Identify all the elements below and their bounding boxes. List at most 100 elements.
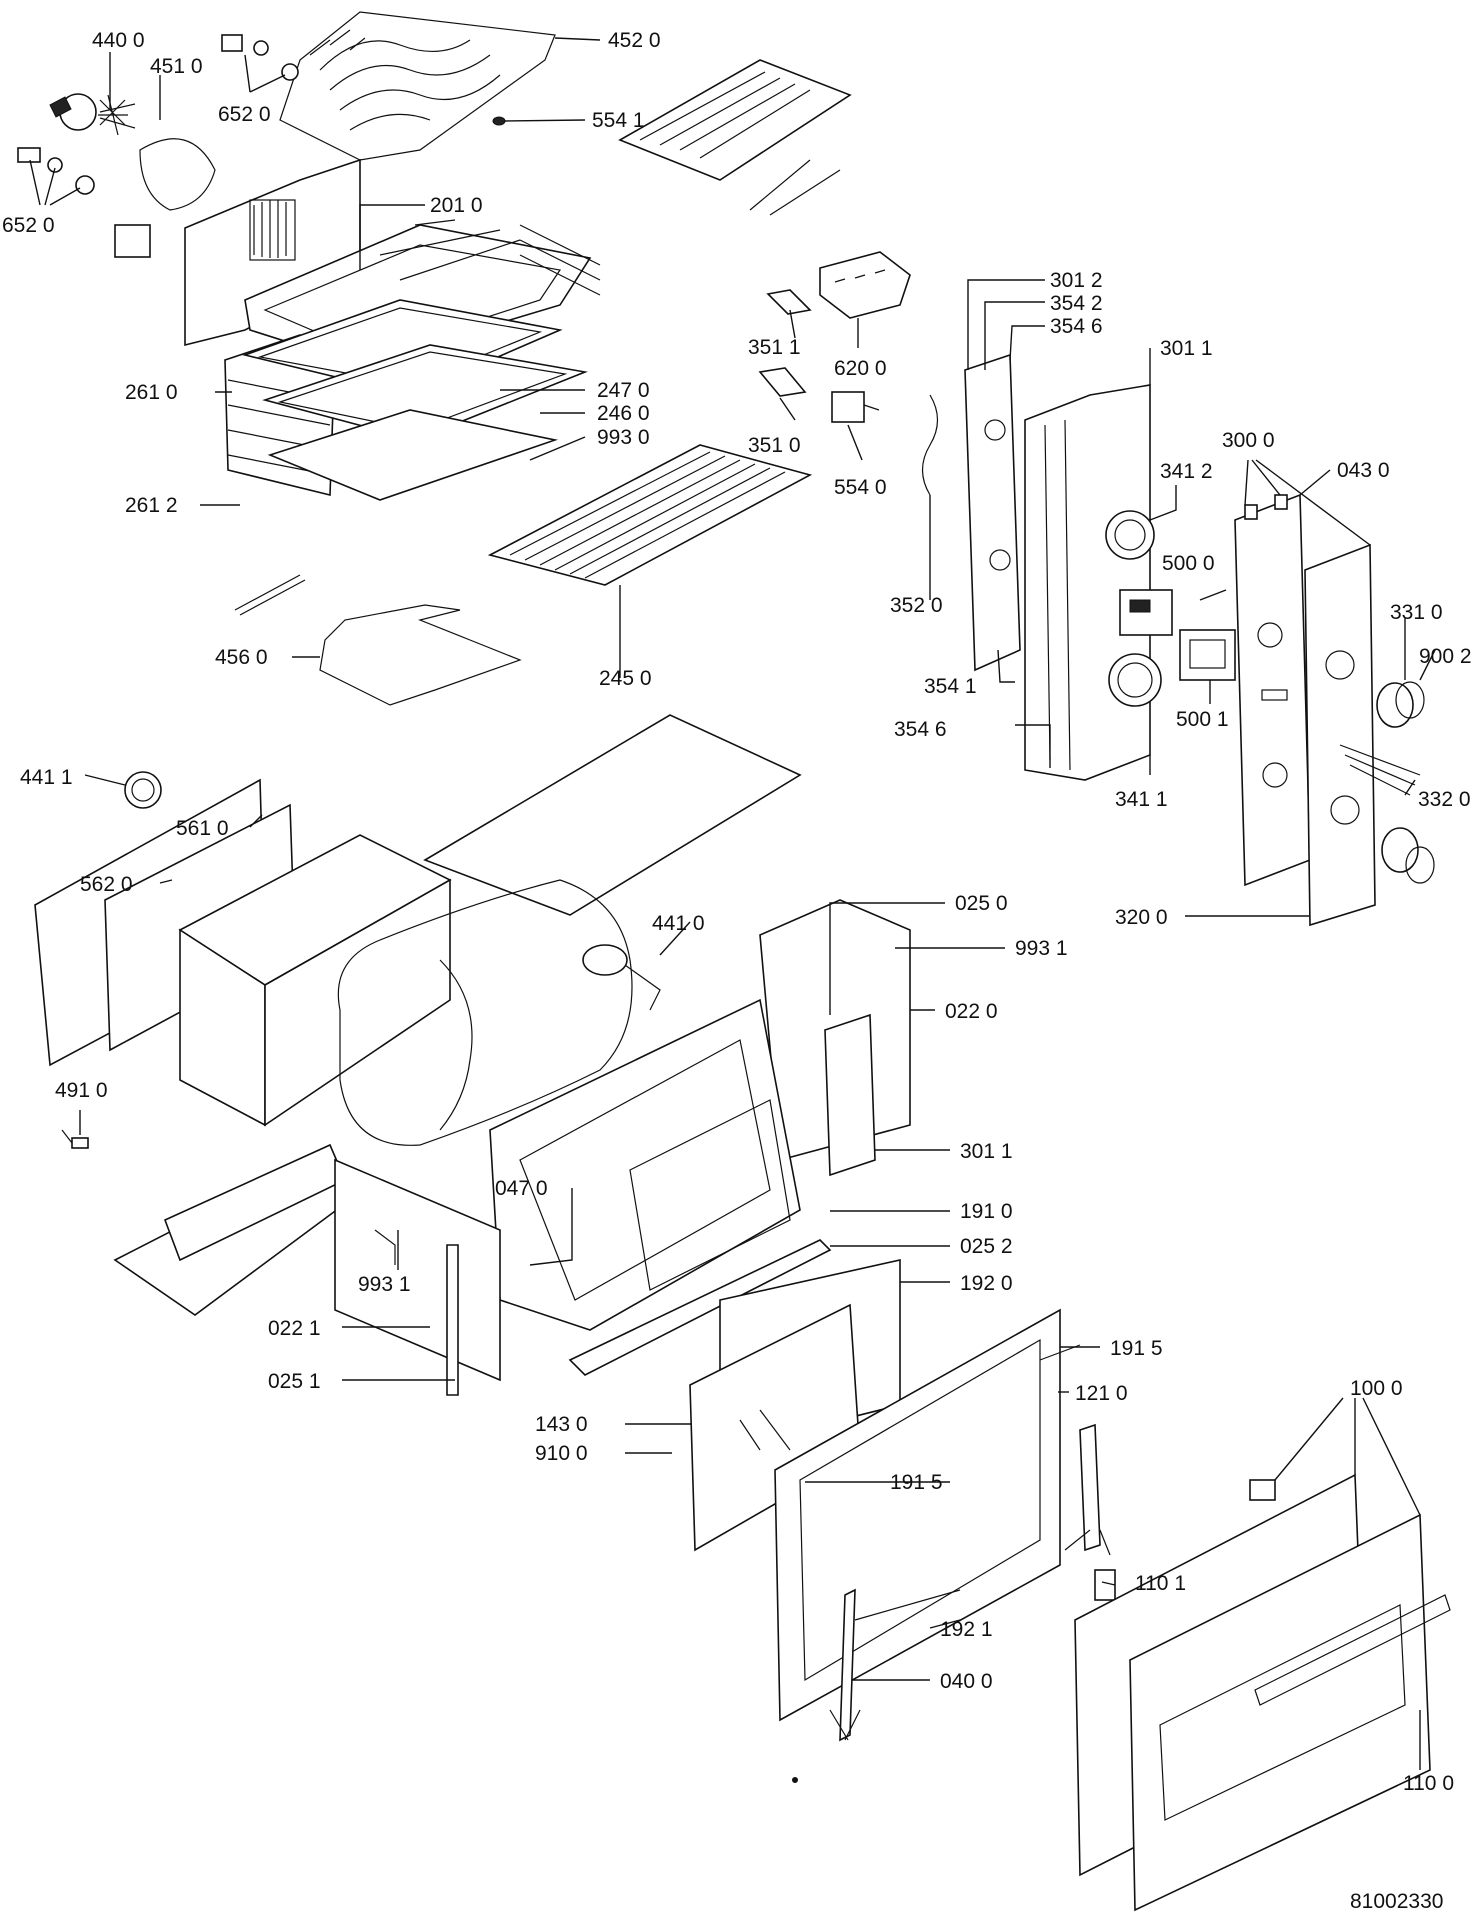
- label-110-1: 110 1: [1135, 1572, 1186, 1595]
- harness-352: [921, 394, 939, 496]
- label-191-0: 191 0: [960, 1200, 1013, 1223]
- label-025-0: 025 0: [955, 892, 1008, 915]
- label-440-0: 440 0: [92, 29, 145, 52]
- label-246-0: 246 0: [597, 402, 650, 425]
- label-554-1: 554 1: [592, 109, 645, 132]
- fan-blade-451: [98, 94, 216, 211]
- label-192-1: 192 1: [940, 1618, 993, 1641]
- hinge-right: [1064, 1423, 1111, 1556]
- label-201-0: 201 0: [430, 194, 483, 217]
- bracket-301-2: [964, 353, 1021, 672]
- label-652-0b: 652 0: [2, 214, 55, 237]
- label-562-0: 562 0: [80, 873, 133, 896]
- cooling-fan-441-0: [582, 944, 661, 1011]
- label-301-1a: 301 1: [1160, 337, 1213, 360]
- label-261-0: 261 0: [125, 381, 178, 404]
- wire-shelf-245: [487, 444, 813, 586]
- label-354-1: 354 1: [924, 675, 977, 698]
- label-900-2: 900 2: [1419, 645, 1472, 668]
- side-panel-022-1: [334, 1158, 501, 1396]
- drawing-number: 81002330: [1350, 1890, 1443, 1913]
- panel-300: [1234, 493, 1311, 887]
- rear-housing-box: [178, 834, 452, 1127]
- label-500-1: 500 1: [1176, 708, 1229, 731]
- label-652-0a: 652 0: [218, 103, 271, 126]
- label-341-2: 341 2: [1160, 460, 1213, 483]
- brackets-043: [1244, 494, 1288, 520]
- bar-192-1: [854, 1589, 961, 1621]
- label-192-0: 192 0: [960, 1272, 1013, 1295]
- label-491-0: 491 0: [55, 1079, 108, 1102]
- label-352-0: 352 0: [890, 594, 943, 617]
- label-500-0: 500 0: [1162, 552, 1215, 575]
- label-261-2: 261 2: [125, 494, 178, 517]
- label-022-0: 022 0: [945, 1000, 998, 1023]
- bottom-rail-025-2: [568, 1239, 832, 1376]
- label-301-2: 301 2: [1050, 269, 1103, 292]
- hinge-040: [792, 1588, 861, 1783]
- label-451-0: 451 0: [150, 55, 203, 78]
- label-332-0: 332 0: [1418, 788, 1471, 811]
- label-910-0: 910 0: [535, 1442, 588, 1465]
- label-245-0: 245 0: [599, 667, 652, 690]
- outer-door-100: [1074, 1473, 1451, 1912]
- drip-pan-993: [267, 409, 559, 501]
- fan-motor-440: [49, 93, 136, 131]
- label-040-0: 040 0: [940, 1670, 993, 1693]
- label-354-6b: 354 6: [894, 718, 947, 741]
- small-part-554-1: [492, 116, 506, 126]
- top-wire-shelf: [618, 59, 852, 216]
- label-351-1: 351 1: [748, 336, 801, 359]
- label-561-0: 561 0: [176, 817, 229, 840]
- timer-500-0: [1119, 589, 1173, 636]
- label-301-1b: 301 1: [960, 1140, 1013, 1163]
- label-025-1: 025 1: [268, 1370, 321, 1393]
- label-351-0: 351 0: [748, 434, 801, 457]
- grill-element-452: [279, 11, 556, 161]
- label-331-0: 331 0: [1390, 601, 1443, 624]
- label-110-0: 110 0: [1403, 1772, 1454, 1795]
- label-100-0: 100 0: [1350, 1377, 1403, 1400]
- label-047-0: 047 0: [495, 1177, 548, 1200]
- callout-labels: 440 0 451 0 652 0 652 0 452 0 554 1 201 …: [2, 29, 1472, 1913]
- panel-320: [1304, 543, 1376, 927]
- label-554-0: 554 0: [834, 476, 887, 499]
- label-993-0: 993 0: [597, 426, 650, 449]
- label-022-1: 022 1: [268, 1317, 321, 1340]
- floor-plate: [113, 1143, 351, 1316]
- label-456-0: 456 0: [215, 646, 268, 669]
- label-993-1b: 993 1: [358, 1273, 411, 1296]
- insulation: [337, 879, 633, 1146]
- sensor-351-1: [766, 289, 812, 315]
- label-300-0: 300 0: [1222, 429, 1275, 452]
- label-620-0: 620 0: [834, 357, 887, 380]
- shafts-332: [1339, 744, 1421, 796]
- terminal-block-620: [819, 251, 911, 319]
- label-452-0: 452 0: [608, 29, 661, 52]
- label-320-0: 320 0: [1115, 906, 1168, 929]
- display-frame-500-1: [1179, 629, 1236, 681]
- side-bracket-301-1b: [824, 1013, 876, 1177]
- knob-331: [1376, 681, 1435, 884]
- knob-ring-341-1: [1108, 653, 1162, 707]
- label-191-5b: 191 5: [890, 1471, 943, 1494]
- thermostats-652: [17, 34, 299, 258]
- switch-554-0: [831, 391, 880, 423]
- label-354-2: 354 2: [1050, 292, 1103, 315]
- label-121-0: 121 0: [1075, 1382, 1128, 1405]
- label-025-2: 025 2: [960, 1235, 1013, 1258]
- label-191-5a: 191 5: [1110, 1337, 1163, 1360]
- label-441-1: 441 1: [20, 766, 73, 789]
- bottom-element-456: [234, 574, 522, 706]
- label-341-1: 341 1: [1115, 788, 1168, 811]
- sensor-351-0: [758, 367, 807, 397]
- frame-301-1: [1024, 384, 1151, 781]
- label-354-6a: 354 6: [1050, 315, 1103, 338]
- label-043-0: 043 0: [1337, 459, 1390, 482]
- label-143-0: 143 0: [535, 1413, 588, 1436]
- label-247-0: 247 0: [597, 379, 650, 402]
- label-993-1a: 993 1: [1015, 937, 1068, 960]
- label-441-0: 441 0: [652, 912, 705, 935]
- leader-lines: [29, 37, 1436, 1770]
- connector-491: [61, 1129, 89, 1149]
